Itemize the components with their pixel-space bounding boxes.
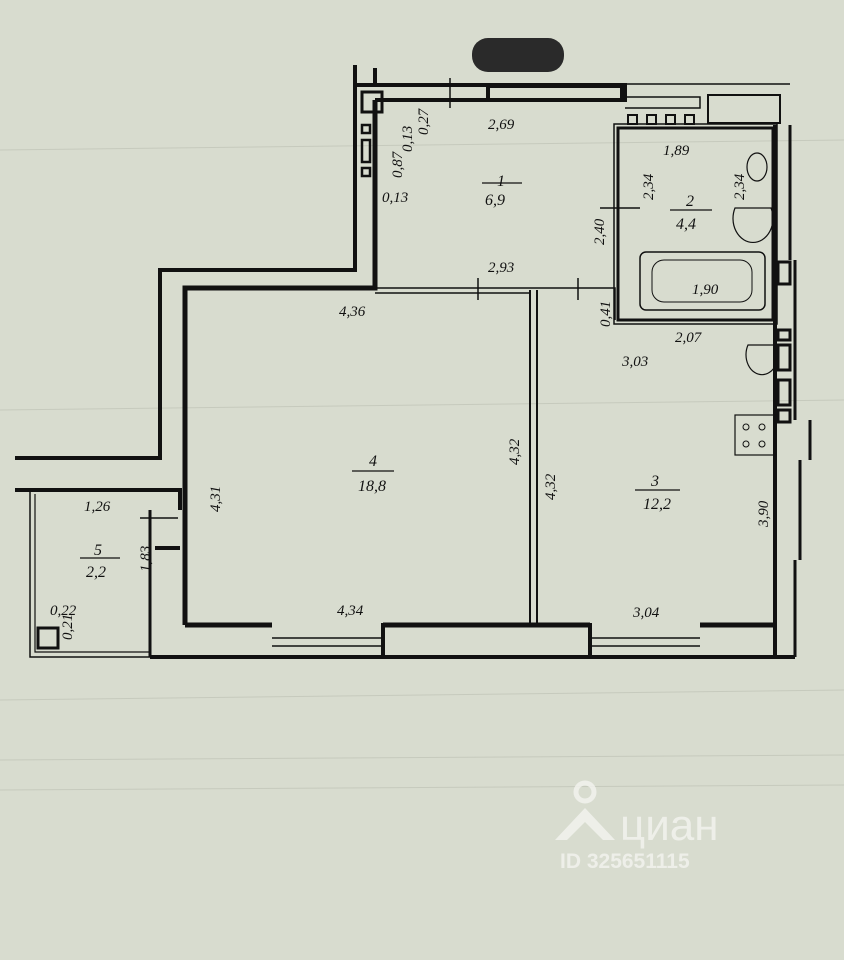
room-area: 6,9 xyxy=(485,192,505,209)
dim-r5-col-w: 0,22 xyxy=(50,603,77,619)
dim-r1-right: 2,40 xyxy=(592,218,608,245)
walls xyxy=(15,65,812,659)
dim-r2-top: 1,89 xyxy=(663,143,690,159)
dim-r5-right: 1,83 xyxy=(138,546,154,572)
dim-r1-corner: 0,27 xyxy=(416,107,432,135)
dim-r5-top: 1,26 xyxy=(84,499,111,515)
room-5-label: 5 2,2 xyxy=(80,542,120,581)
dim-r3-right: 3,90 xyxy=(756,500,772,528)
cian-logo-icon xyxy=(555,780,615,840)
room-4-label: 4 18,8 xyxy=(352,453,394,495)
dim-r2-left: 2,34 xyxy=(641,173,657,200)
dim-r3-top-b: 3,03 xyxy=(621,354,648,370)
dim-r1-top: 2,69 xyxy=(488,117,515,133)
dim-r3-door: 0,41 xyxy=(598,301,614,327)
dim-r3-left: 4,32 xyxy=(543,473,559,500)
dim-bath: 1,90 xyxy=(692,282,719,298)
room-number: 2 xyxy=(686,193,694,210)
room-area: 18,8 xyxy=(358,478,386,495)
room-number: 1 xyxy=(497,173,505,190)
dim-r1-left-a: 0,13 xyxy=(400,126,416,152)
room-area: 12,2 xyxy=(643,496,671,513)
watermark: циан ID 325651115 xyxy=(555,780,719,873)
room-area: 2,2 xyxy=(86,564,106,581)
dim-r1-bottom: 2,93 xyxy=(488,260,514,276)
redaction-mark xyxy=(472,38,564,72)
dim-r2-right: 2,34 xyxy=(732,173,748,200)
watermark-id: ID 325651115 xyxy=(560,850,690,873)
dim-r1-left-b: 0,87 xyxy=(390,150,406,178)
dim-r5-col-h: 0,21 xyxy=(60,614,76,640)
dim-r4-left: 4,31 xyxy=(208,486,224,512)
room-3-label: 3 12,2 xyxy=(635,473,680,513)
room-number: 3 xyxy=(650,473,659,490)
room-area: 4,4 xyxy=(676,216,696,233)
dim-r3-top-a: 2,07 xyxy=(675,330,703,346)
dim-r4-bottom: 4,34 xyxy=(337,603,364,619)
room-2-label: 2 4,4 xyxy=(670,193,712,233)
paper-texture xyxy=(0,139,844,791)
watermark-brand: циан xyxy=(620,801,719,850)
dim-r4-right: 4,32 xyxy=(507,438,523,465)
room-1-label: 1 6,9 xyxy=(482,173,522,209)
dim-r1-left-c: 0,13 xyxy=(382,190,408,206)
room-number: 4 xyxy=(369,453,377,470)
dim-r4-top: 4,36 xyxy=(339,304,366,320)
dimensions: 2,69 2,93 2,40 0,27 0,13 0,87 0,13 1,89 … xyxy=(50,107,772,640)
room-number: 5 xyxy=(94,542,102,559)
dim-r3-bottom: 3,04 xyxy=(632,605,660,621)
